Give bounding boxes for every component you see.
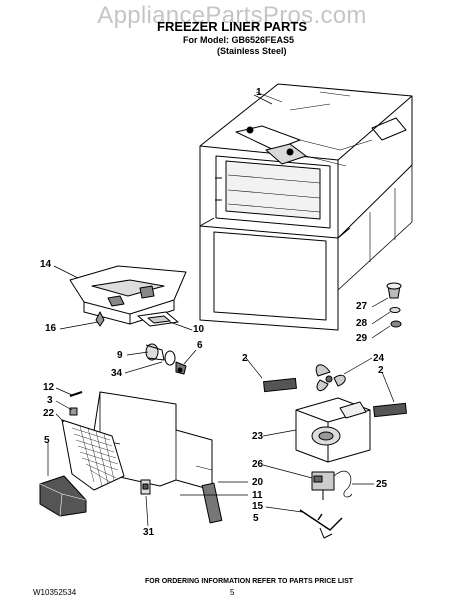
callout-29: 29 [356,333,368,344]
callout-10: 10 [193,324,205,335]
callout-12: 12 [43,382,55,393]
callout-2-left: 2 [242,353,248,364]
fastener-parts [145,343,187,375]
callout-3: 3 [47,395,53,406]
fan-blade-part [315,364,346,392]
callout-9: 9 [117,350,123,361]
freezer-liner-part [199,83,413,331]
ordering-note: FOR ORDERING INFORMATION REFER TO PARTS … [145,578,354,585]
callout-27: 27 [356,301,368,312]
callout-14: 14 [40,259,52,270]
doc-number: W10352534 [33,588,77,597]
model-line: For Model: GB6526FEAS5 [183,35,295,45]
fan-motor-part [299,470,353,539]
foam-pad-left [263,377,297,393]
page-title: FREEZER LINER PARTS [157,19,307,34]
callout-22: 22 [43,408,55,419]
callout-23: 23 [252,431,264,442]
callout-5-lower: 5 [253,513,259,524]
page-number: 5 [230,588,235,597]
diffuser-block-part [39,475,87,517]
callout-25: 25 [376,479,388,490]
callout-20: 20 [252,477,264,488]
housing-tray-part [69,265,187,327]
seal-strip-part [201,482,223,524]
callout-5-upper: 5 [44,435,50,446]
callout-31: 31 [143,527,155,538]
finish-line: (Stainless Steel) [217,46,287,56]
callout-24: 24 [373,353,385,364]
callout-16: 16 [45,323,57,334]
callout-11: 11 [252,490,263,501]
clip-part [140,479,151,495]
bulb-socket-parts [386,282,402,328]
grille-part [61,419,125,491]
screw-parts [69,391,83,416]
callout-28: 28 [356,318,368,329]
callout-15: 15 [252,501,264,512]
callout-1: 1 [256,87,262,98]
callout-2-right: 2 [378,365,384,376]
callout-34: 34 [111,368,123,379]
leader-lines [47,94,395,527]
foam-pad-right [373,402,407,418]
callout-26: 26 [252,459,264,470]
callout-6: 6 [197,340,203,351]
fan-housing-part [295,397,371,463]
watermark: AppliancePartsPros.com [97,2,367,29]
